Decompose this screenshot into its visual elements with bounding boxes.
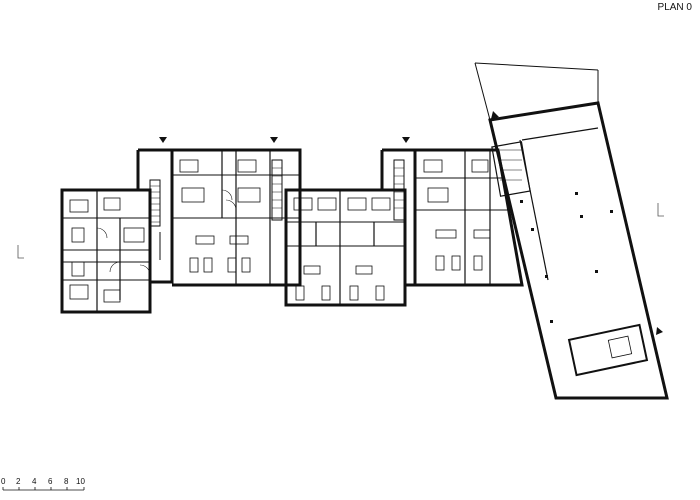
section-marks xyxy=(17,203,664,259)
entrance-marker-1 xyxy=(159,137,167,143)
scale-label-0: 0 xyxy=(1,477,6,486)
hall-columns xyxy=(520,192,613,323)
scale-label-10: 10 xyxy=(76,477,85,486)
scale-label-2: 2 xyxy=(16,477,21,486)
connector-left xyxy=(136,148,174,284)
entrance-marker-2 xyxy=(270,137,278,143)
scale-label-8: 8 xyxy=(64,477,69,486)
entrance-marker-5 xyxy=(656,327,663,335)
entrance-markers xyxy=(159,111,663,335)
entrance-marker-4 xyxy=(491,111,499,119)
plan-title: PLAN 0 xyxy=(657,2,692,13)
unit-block-2 xyxy=(415,148,524,287)
left-wing xyxy=(60,188,152,314)
hall xyxy=(474,62,669,400)
scale-label-4: 4 xyxy=(32,477,37,486)
scale-bar: 0 2 4 6 8 10 xyxy=(1,477,85,491)
scale-label-6: 6 xyxy=(48,477,53,486)
entrance-marker-3 xyxy=(402,137,410,143)
connector-right xyxy=(380,148,417,287)
lower-middle-block xyxy=(284,188,407,307)
unit-block-1 xyxy=(172,148,302,287)
